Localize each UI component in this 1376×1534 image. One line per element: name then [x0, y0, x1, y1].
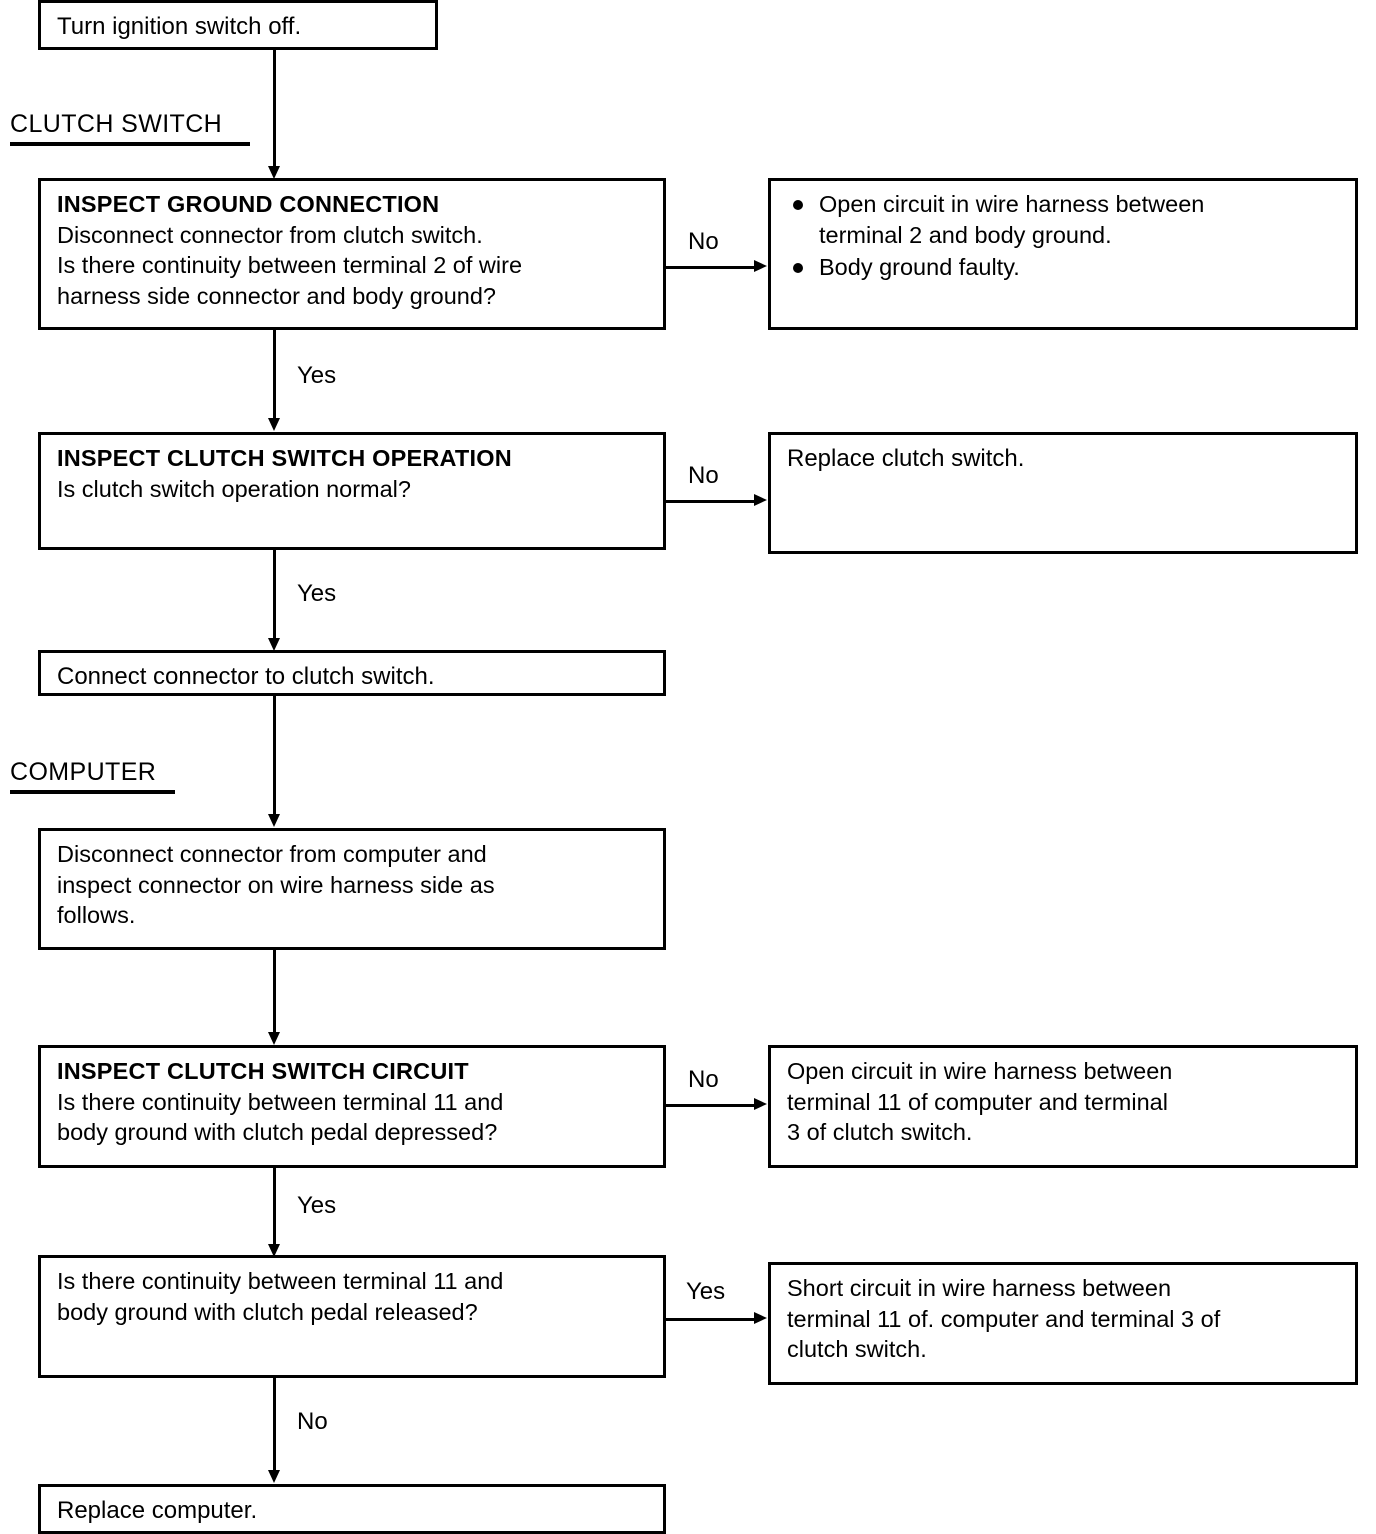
- node-line-3: harness side connector and body ground?: [57, 282, 496, 309]
- node-title: INSPECT GROUND CONNECTION: [57, 191, 440, 217]
- node-turn-ignition-off: Turn ignition switch off.: [38, 0, 438, 50]
- node-line-1: Short circuit in wire harness between: [787, 1275, 1172, 1301]
- edge-label-ground-yes: Yes: [297, 362, 337, 389]
- arrow-connect-to-disconnect: [268, 814, 280, 827]
- connector-released-yes: [666, 1318, 756, 1321]
- connector-disconnect-to-circuit: [273, 950, 276, 1034]
- node-inspect-ground-connection: INSPECT GROUND CONNECTION Disconnect con…: [38, 178, 666, 330]
- node-line-1: Disconnect connector from clutch switch.: [57, 221, 483, 248]
- section-heading-rule: [10, 142, 250, 146]
- node-line-1: Is there continuity between terminal 11 …: [57, 1088, 504, 1115]
- connector-released-no: [273, 1378, 276, 1472]
- node-line-1: Disconnect connector from computer and: [57, 841, 487, 867]
- connector-circuit-no: [666, 1104, 756, 1107]
- node-line-1: Is clutch switch operation normal?: [57, 475, 411, 502]
- node-line-1: Is there continuity between terminal 11 …: [57, 1268, 504, 1294]
- node-disconnect-computer-connector: Disconnect connector from computer and i…: [38, 828, 666, 950]
- node-text: Replace computer.: [57, 1497, 258, 1524]
- arrow-ground-yes: [268, 418, 280, 431]
- bullet-line-2: Body ground faulty.: [819, 254, 1020, 281]
- bullet-line-1: Open circuit in wire harness between: [819, 191, 1205, 217]
- edge-label-ground-no: No: [688, 228, 719, 255]
- node-line-2: body ground with clutch pedal depressed?: [57, 1119, 498, 1146]
- node-text: Connect connector to clutch switch.: [57, 663, 435, 690]
- arrow-circuit-yes: [268, 1244, 280, 1257]
- connector-circuit-yes: [273, 1168, 276, 1246]
- list-item: Open circuit in wire harness between ter…: [787, 189, 1341, 250]
- edge-label-operation-no: No: [688, 462, 719, 489]
- arrow-disconnect-to-circuit: [268, 1032, 280, 1045]
- edge-label-released-yes: Yes: [686, 1278, 726, 1305]
- connector-operation-no: [666, 500, 756, 503]
- node-replace-computer: Replace computer.: [38, 1484, 666, 1534]
- node-open-circuit-result: Open circuit in wire harness between ter…: [768, 1045, 1358, 1168]
- node-short-circuit-result: Short circuit in wire harness between te…: [768, 1262, 1358, 1385]
- connector-start-to-ground: [273, 50, 276, 168]
- node-title: INSPECT CLUTCH SWITCH CIRCUIT: [57, 1058, 469, 1084]
- bullet-dot-icon: [793, 263, 803, 274]
- arrow-circuit-no: [754, 1098, 767, 1110]
- node-replace-clutch-switch: Replace clutch switch.: [768, 432, 1358, 554]
- section-heading-label: COMPUTER: [10, 758, 157, 786]
- node-inspect-clutch-switch-circuit: INSPECT CLUTCH SWITCH CIRCUIT Is there c…: [38, 1045, 666, 1168]
- section-heading-label: CLUTCH SWITCH: [10, 110, 223, 138]
- bullet-dot-icon: [793, 200, 803, 210]
- section-heading-computer: COMPUTER: [10, 758, 175, 794]
- node-title: INSPECT CLUTCH SWITCH OPERATION: [57, 445, 512, 471]
- connector-ground-no: [666, 266, 756, 269]
- node-text: Turn ignition switch off.: [57, 13, 302, 40]
- node-line-2: terminal 11 of. computer and terminal 3 …: [787, 1305, 1221, 1332]
- arrow-released-yes: [754, 1312, 767, 1324]
- result-bullet-list: Open circuit in wire harness between ter…: [787, 189, 1341, 283]
- node-line-3: 3 of clutch switch.: [787, 1119, 973, 1146]
- edge-label-operation-yes: Yes: [297, 580, 337, 607]
- bullet-line-1b: terminal 2 and body ground.: [819, 221, 1112, 248]
- node-inspect-clutch-switch-operation: INSPECT CLUTCH SWITCH OPERATION Is clutc…: [38, 432, 666, 550]
- edge-label-circuit-no: No: [688, 1066, 719, 1093]
- connector-operation-yes: [273, 550, 276, 640]
- connector-ground-yes: [273, 330, 276, 420]
- node-line-2: inspect connector on wire harness side a…: [57, 871, 495, 898]
- node-line-1: Open circuit in wire harness between: [787, 1058, 1173, 1084]
- arrow-start-to-ground: [268, 166, 280, 179]
- list-item: Body ground faulty.: [787, 252, 1341, 283]
- node-line-2: Is there continuity between terminal 2 o…: [57, 252, 523, 279]
- node-line-2: terminal 11 of computer and terminal: [787, 1088, 1168, 1115]
- node-line-3: clutch switch.: [787, 1336, 927, 1363]
- node-ground-fault-result: Open circuit in wire harness between ter…: [768, 178, 1358, 330]
- node-line-2: body ground with clutch pedal released?: [57, 1298, 478, 1325]
- arrow-released-no: [268, 1470, 280, 1483]
- node-line-3: follows.: [57, 902, 136, 929]
- node-connect-connector: Connect connector to clutch switch.: [38, 650, 666, 696]
- edge-label-released-no: No: [297, 1408, 328, 1435]
- arrow-operation-no: [754, 494, 767, 506]
- arrow-ground-no: [754, 260, 767, 272]
- node-text: Replace clutch switch.: [787, 445, 1025, 472]
- node-continuity-pedal-released: Is there continuity between terminal 11 …: [38, 1255, 666, 1378]
- section-heading-clutch-switch: CLUTCH SWITCH: [10, 110, 250, 146]
- connector-connect-to-disconnect: [273, 696, 276, 816]
- edge-label-circuit-yes: Yes: [297, 1192, 337, 1219]
- arrow-operation-yes: [268, 638, 280, 651]
- section-heading-rule: [10, 790, 175, 794]
